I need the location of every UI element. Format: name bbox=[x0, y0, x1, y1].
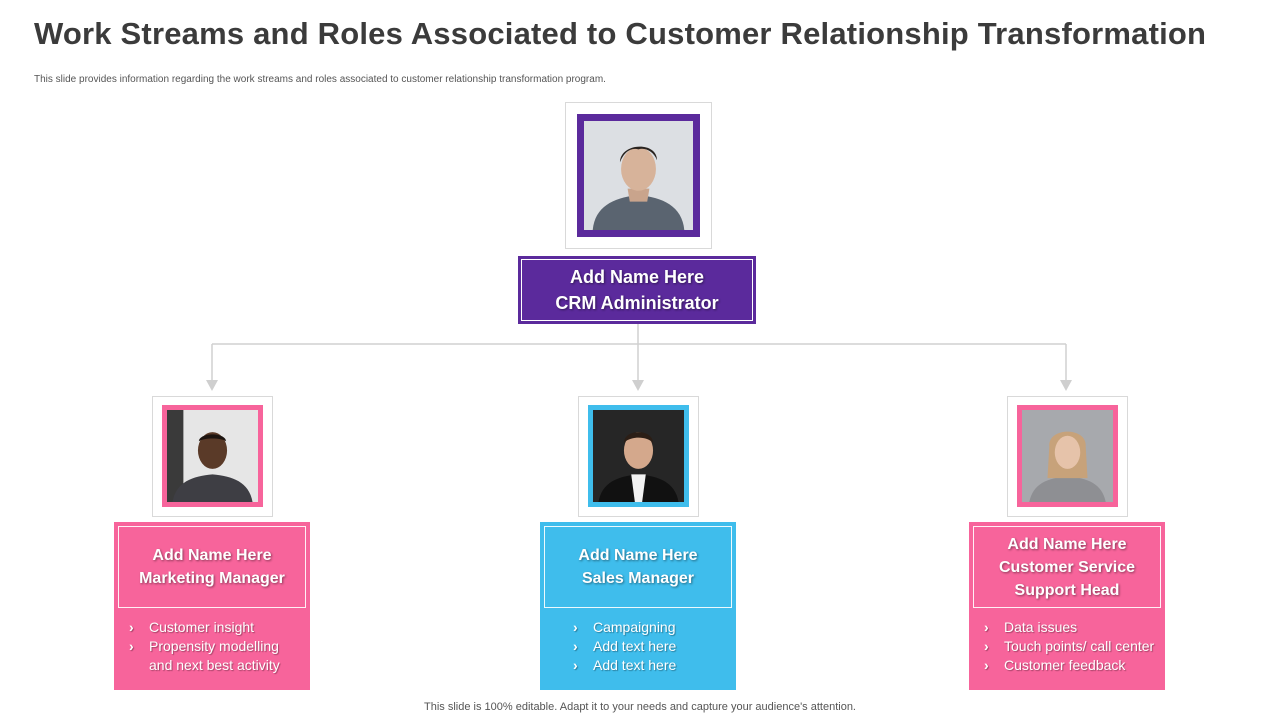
chevron-right-icon: › bbox=[984, 657, 989, 673]
marketing-card-header: Add Name Here Marketing Manager bbox=[118, 526, 306, 608]
list-item: ›Customer feedback bbox=[984, 657, 1126, 673]
sales-photo-frame bbox=[578, 396, 699, 517]
chevron-right-icon: › bbox=[573, 657, 578, 673]
marketing-name: Add Name Here bbox=[152, 547, 272, 564]
service-photo-frame bbox=[1007, 396, 1128, 517]
marketing-avatar bbox=[162, 405, 263, 507]
list-item: ›Touch points/ call center bbox=[984, 638, 1155, 654]
list-item: ›Campaigning bbox=[573, 619, 676, 635]
service-name: Add Name Here bbox=[1007, 535, 1127, 553]
list-item: ›Add text here bbox=[573, 638, 677, 654]
sales-card: Add Name Here Sales Manager ›Campaigning… bbox=[540, 522, 736, 690]
admin-photo-frame bbox=[565, 102, 712, 249]
sales-name: Add Name Here bbox=[578, 547, 698, 564]
sales-card-header: Add Name Here Sales Manager bbox=[544, 526, 732, 608]
service-card-header: Add Name Here Customer Service Support H… bbox=[973, 526, 1161, 608]
slide-footer: This slide is 100% editable. Adapt it to… bbox=[424, 701, 856, 713]
service-card: Add Name Here Customer Service Support H… bbox=[969, 522, 1165, 690]
admin-role: CRM Administrator bbox=[555, 293, 719, 313]
slide-subtitle: This slide provides information regardin… bbox=[34, 74, 606, 85]
admin-name-box: Add Name Here CRM Administrator bbox=[518, 256, 756, 324]
chevron-right-icon: › bbox=[984, 638, 989, 654]
chevron-right-icon: › bbox=[984, 619, 989, 635]
chevron-right-icon: › bbox=[573, 619, 578, 635]
sales-role: Sales Manager bbox=[581, 570, 695, 587]
service-avatar bbox=[1017, 405, 1118, 507]
chevron-right-icon: › bbox=[129, 619, 134, 635]
marketing-work-streams: ›Customer insight ›Propensity modelling … bbox=[126, 618, 306, 675]
service-work-streams: ›Data issues ›Touch points/ call center … bbox=[981, 618, 1161, 675]
sales-work-streams: ›Campaigning ›Add text here ›Add text he… bbox=[570, 618, 732, 675]
marketing-card: Add Name Here Marketing Manager ›Custome… bbox=[114, 522, 310, 690]
list-item: ›Data issues bbox=[984, 619, 1078, 635]
sales-avatar bbox=[588, 405, 689, 507]
marketing-role: Marketing Manager bbox=[139, 570, 285, 587]
admin-name: Add Name Here bbox=[569, 267, 705, 287]
chevron-right-icon: › bbox=[129, 638, 134, 654]
list-item: ›Customer insight bbox=[129, 619, 255, 635]
list-item: ›Propensity modelling and next best acti… bbox=[129, 638, 280, 673]
service-role-line-1: Customer Service bbox=[998, 558, 1136, 576]
service-role-line-2: Support Head bbox=[1014, 581, 1120, 599]
slide-title: Work Streams and Roles Associated to Cus… bbox=[34, 16, 1207, 51]
admin-avatar bbox=[577, 114, 700, 237]
marketing-photo-frame bbox=[152, 396, 273, 517]
chevron-right-icon: › bbox=[573, 638, 578, 654]
list-item: ›Add text here bbox=[573, 657, 677, 673]
